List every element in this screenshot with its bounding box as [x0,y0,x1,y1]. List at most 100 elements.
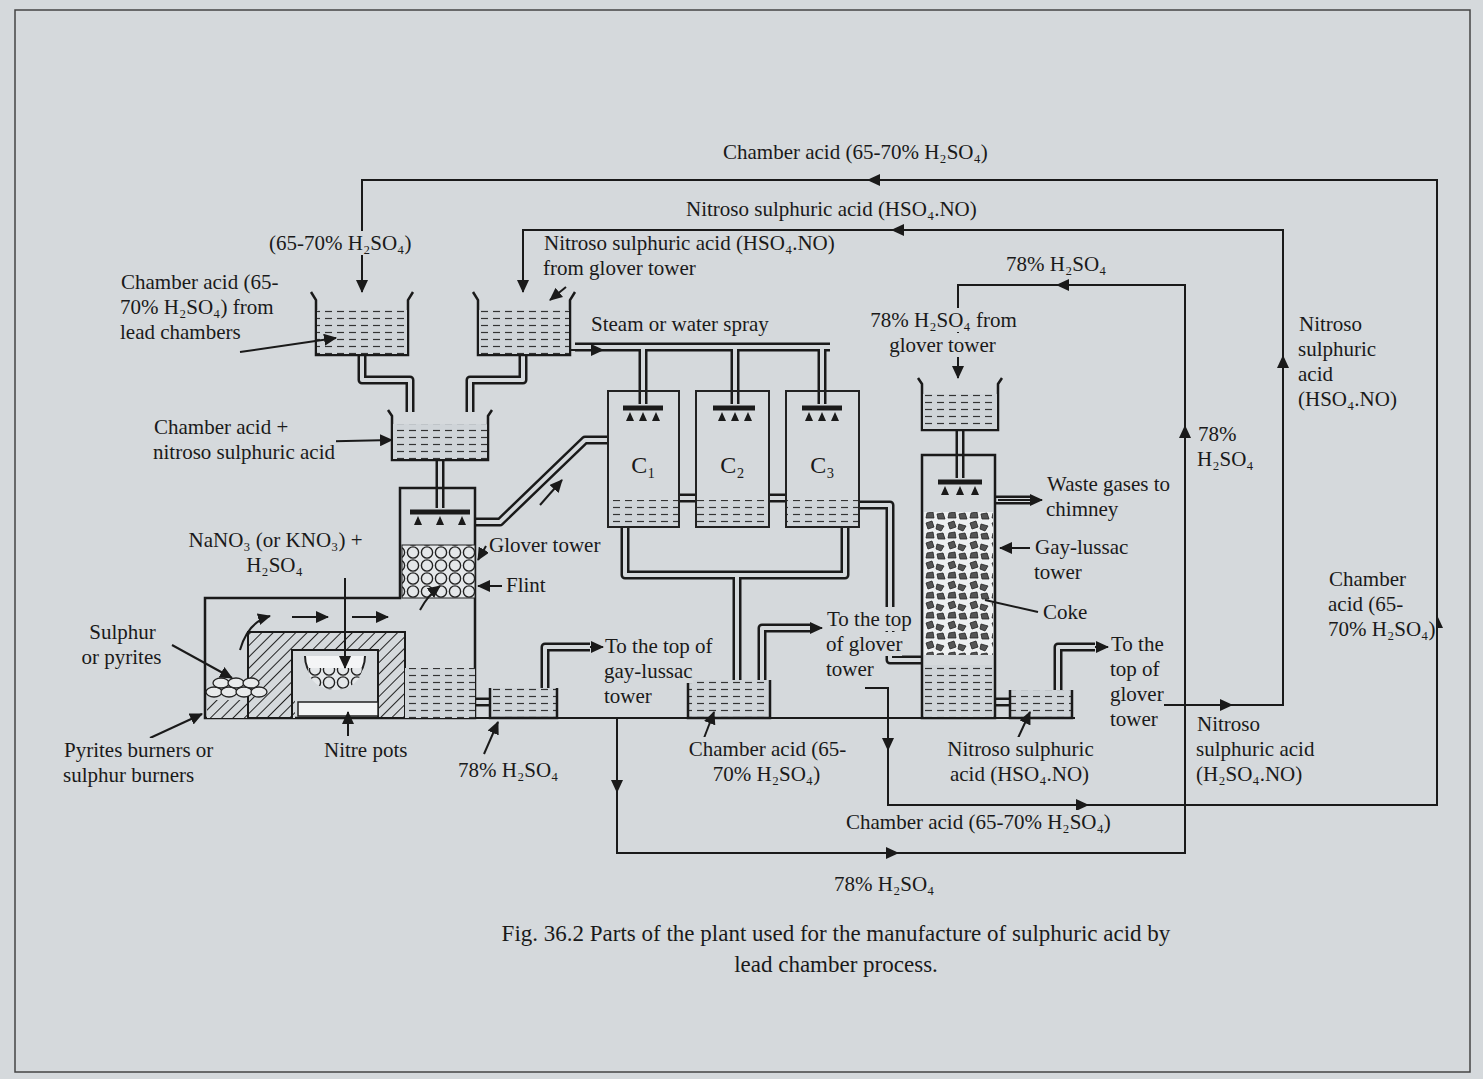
label: 78% H₂SO₄ [833,872,935,897]
label-text: 78% H₂SO₄ [833,872,935,896]
label-text: Pyrites burners or sulphur burners [63,738,213,787]
drawing-part [918,378,1002,430]
label-text: Nitroso sulphuric acid (HSO₄.NO) [685,197,978,221]
drawing-part [248,632,405,718]
label: Steam or water spray [590,312,770,337]
drawing-part [540,480,562,505]
label-text: Glover tower [488,533,601,557]
label: Gay-lussac tower [1034,535,1154,585]
drawing-part [475,717,1075,719]
drawing-part [1184,426,1186,450]
drawing-part [292,616,328,618]
drawing-part [550,287,566,300]
label-text: 78% H₂SO₄ [1197,422,1255,471]
label: Sulphur or pyrites [78,620,166,670]
label: Nitroso sulphuric acid (HSO₄.NO) from gl… [543,231,835,281]
drawing-part [570,349,603,351]
drawing-part [1282,356,1284,380]
drawing-part [172,645,232,678]
label-text: Gay-lussac tower [1034,535,1128,584]
gay-lussac-tower [918,378,1002,718]
drawing-part [362,347,1095,712]
label-text: Chamber acid + nitroso sulphuric acid [153,415,336,464]
drawing-part [924,665,993,717]
drawing-part [985,600,1038,612]
label-text: To the top of glover tower [826,607,912,681]
label-text: Chamber acid (65-70% H₂SO₄) [722,140,989,164]
label: Glover tower [488,533,601,558]
burner-and-glover [205,292,575,718]
label: Nitroso sulphuric acid (H₂SO₄.NO) [1196,712,1342,787]
chamber-label: C₂ [720,452,744,478]
drawing-part [688,680,770,718]
drawing-part [362,347,1095,712]
label-text: Chamber acid (65-70% H₂SO₄) [1328,567,1436,641]
drawing-part [352,616,388,618]
drawing-part [924,512,993,655]
chamber-connector [680,498,695,499]
label: Chamber acid (65-70% H₂SO₄) [722,140,989,165]
drawing-part [478,546,486,560]
drawing-part [317,310,407,354]
drawing-part [870,852,898,854]
drawing-part [938,480,982,485]
drawing-part [251,687,267,697]
drawing-part [609,500,678,526]
drawing-part [311,292,413,355]
label: 78% H₂SO₄ [457,758,559,783]
drawing-part [388,410,492,460]
drawing-part [617,285,1185,853]
chamber-connector [770,498,785,499]
label: Chamber acid (65-70% H₂SO₄) [1328,567,1440,642]
label: To the top of glover tower [1110,632,1184,732]
drawing-part [623,406,842,411]
drawing-part [1010,690,1072,718]
drawing-part [484,722,498,754]
drawing-part [941,486,979,495]
label-text: Coke [1042,600,1088,624]
label: 78% H₂SO₄ from glover tower [858,308,1028,358]
drawing-part [473,292,575,355]
label: Chamber acid + nitroso sulphuric acid [153,415,338,465]
drawing-part [923,394,997,429]
drawing-part [892,229,910,231]
label-text: Nitroso sulphuric acid (HSO₄.NO) [946,737,1093,786]
pipe-outline [770,494,785,503]
label: Nitre pots [323,738,408,763]
drawing-part [298,702,378,716]
chamber-box: C₁ [607,390,680,528]
label: Flint [505,573,547,598]
chamber-box: C₃ [785,390,860,528]
label-text: NaNO₃ (or KNO₃) + H₂SO₄ [187,528,362,577]
drawing-part [887,730,889,750]
label-text: Steam or water spray [590,312,770,336]
drawing-part [414,516,466,525]
label: Nitroso sulphuric acid (HSO₄.NO) [685,197,978,222]
drawing-part [402,545,475,598]
drawing-part [393,424,487,459]
drawing-part [1060,804,1088,806]
drawing-part [697,500,768,526]
drawing-part [405,668,475,718]
drawing-part [362,180,1437,805]
label-text: Nitroso sulphuric acid (H₂SO₄.NO) [1196,712,1314,786]
drawing-part [868,179,885,181]
drawing-part [616,770,618,792]
drawing-part [479,310,569,354]
label-text: Chamber acid (65-70% H₂SO₄) [688,737,846,786]
label-text: Chamber acid (65-70% H₂SO₄) from lead ch… [120,270,278,344]
label-text: Nitre pots [323,738,408,762]
label: Chamber acid (65-70% H₂SO₄) from lead ch… [120,270,280,345]
label: Chamber acid (65-70% H₂SO₄) [845,810,1112,835]
drawing-part [1436,616,1438,640]
drawing-part [410,510,470,515]
drawing-part [490,688,557,718]
caption-text: Fig. 36.2 Parts of the plant used for th… [502,921,1171,977]
chamber-label: C₁ [631,452,655,478]
label: Nitroso sulphuric acid (HSO₄.NO) [930,737,1110,787]
frame [15,10,1470,1072]
label-text: Nitroso sulphuric acid (HSO₄.NO) from gl… [543,231,835,280]
pipe-bore [680,496,695,500]
label: Nitroso sulphuric acid (HSO₄.NO) [1298,312,1414,412]
